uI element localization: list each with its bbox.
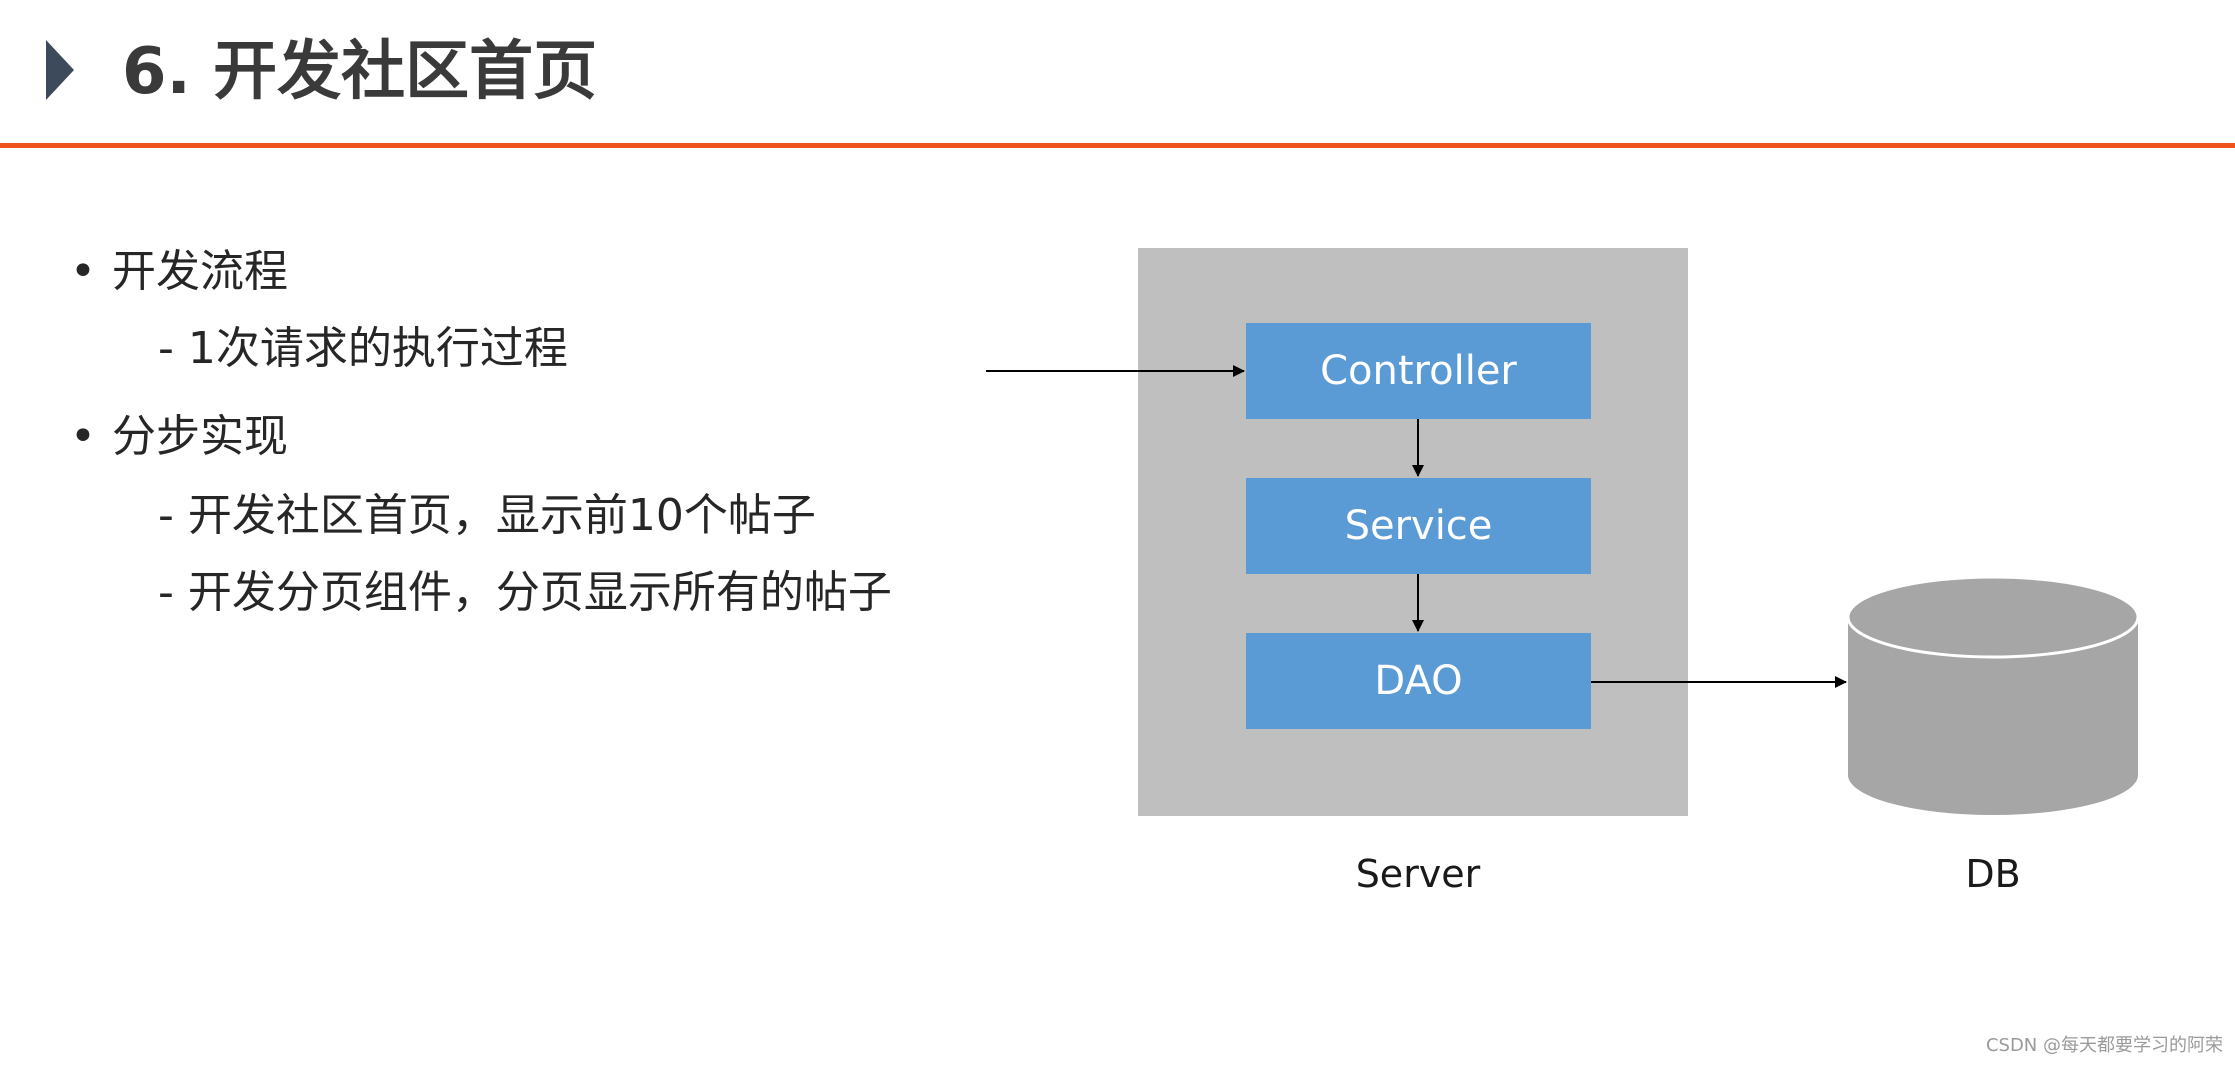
bullet-item-step-impl: • 分步实现 <box>70 407 288 467</box>
database-cylinder-icon <box>1846 575 2140 815</box>
bullet-item-dev-process: • 开发流程 <box>70 242 288 302</box>
watermark: CSDN @每天都要学习的阿荣 <box>1985 1035 2223 1056</box>
server-label: Server <box>1355 852 1481 896</box>
bullet-text: 开发流程 <box>112 246 288 297</box>
controller-box: Controller <box>1246 323 1591 419</box>
sub-bullet-pagination: - 开发分页组件，分页显示所有的帖子 <box>158 567 892 618</box>
bullet-text: 分步实现 <box>112 411 288 462</box>
service-box: Service <box>1246 478 1591 574</box>
title-marker-icon <box>46 40 74 100</box>
page-title: 6. 开发社区首页 <box>122 35 598 109</box>
header-divider <box>0 143 2235 148</box>
sub-bullet-homepage: - 开发社区首页，显示前10个帖子 <box>158 490 816 541</box>
sub-bullet-request-flow: - 1次请求的执行过程 <box>158 323 568 374</box>
bullet-dot-icon: • <box>70 246 96 297</box>
db-label: DB <box>1965 852 2021 896</box>
bullet-dot-icon: • <box>70 411 96 462</box>
slide-header: 6. 开发社区首页 <box>0 0 2235 150</box>
bullet-list: • 开发流程 - 1次请求的执行过程 • 分步实现 - 开发社区首页，显示前10个帖… <box>0 0 980 700</box>
dao-box: DAO <box>1246 633 1591 729</box>
